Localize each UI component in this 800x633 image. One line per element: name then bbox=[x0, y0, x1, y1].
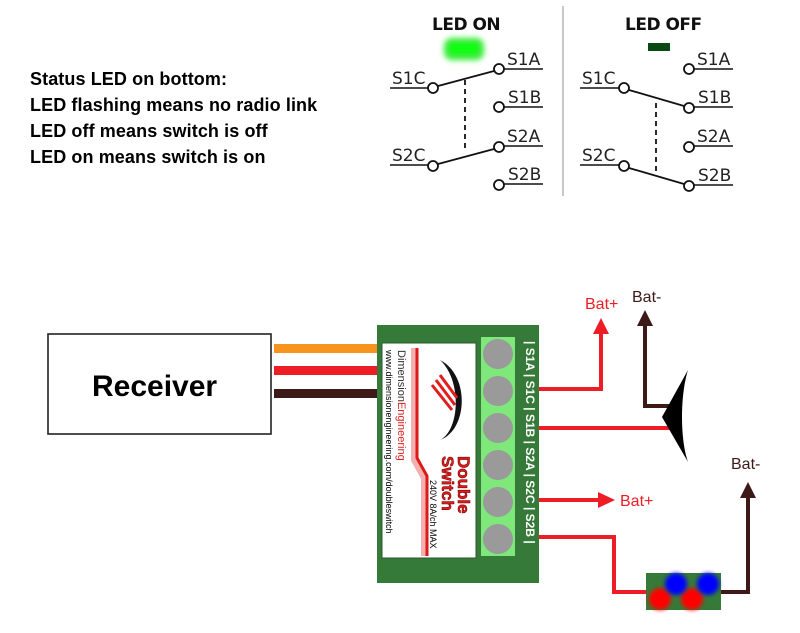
led-off-panel: LED OFF S1C S1A S1B S2C S2A S2B bbox=[580, 15, 733, 192]
bat-plus-mid-label: Bat+ bbox=[620, 493, 653, 510]
led-on-s2b-terminal bbox=[493, 179, 505, 191]
led-on-s1c-terminal bbox=[427, 82, 439, 94]
board-url: www.dimensionengineering.com/doubleswitc… bbox=[384, 349, 394, 534]
bat-plus-top-label: Bat+ bbox=[585, 296, 618, 313]
status-notes: Status LED on bottom: LED flashing means… bbox=[30, 66, 317, 170]
board-brand-engineering: Engineering bbox=[395, 402, 407, 461]
led-on-s1-blade bbox=[437, 70, 495, 87]
terminal-screw bbox=[483, 524, 513, 554]
red-led-2 bbox=[681, 588, 703, 610]
receiver-label: Receiver bbox=[92, 370, 217, 403]
led-on-s2a-terminal bbox=[493, 141, 505, 153]
s2c-wire bbox=[539, 332, 603, 391]
led-on-s1b-label: S1B bbox=[508, 88, 541, 108]
led-on-s2c-label: S2C bbox=[392, 146, 425, 166]
status-note-on: LED on means switch is on bbox=[30, 147, 266, 167]
load-device-icon bbox=[662, 370, 688, 462]
led-off-s2b-label: S2B bbox=[698, 166, 731, 186]
led-off-s2c-terminal bbox=[618, 160, 630, 172]
bat-minus-top-label: Bat- bbox=[632, 289, 661, 306]
dimension-engineering-logo bbox=[430, 360, 462, 440]
receiver-box bbox=[47, 333, 272, 435]
terminal-screw bbox=[483, 450, 513, 480]
led-on-s1a-label: S1A bbox=[507, 50, 541, 70]
led-off-s2c-label: S2C bbox=[582, 146, 615, 166]
terminal-screw bbox=[483, 487, 513, 517]
status-note-flashing: LED flashing means no radio link bbox=[30, 95, 318, 115]
led-on-s2-blade bbox=[437, 148, 495, 165]
bat-minus-right-label: Bat- bbox=[731, 456, 760, 473]
led-light-board bbox=[646, 573, 721, 610]
status-note-heading: Status LED on bottom: bbox=[30, 69, 228, 89]
led-off-s2a-label: S2A bbox=[697, 127, 731, 147]
power-wire-red bbox=[274, 366, 378, 375]
led-off-s1b-terminal bbox=[683, 102, 695, 114]
terminal-screw bbox=[483, 376, 513, 406]
terminal-screw bbox=[483, 413, 513, 443]
terminal-screws bbox=[483, 339, 513, 554]
bat-minus-right-arrow bbox=[740, 482, 756, 498]
double-switch-board: www.dimensionengineering.com/doubleswitc… bbox=[377, 325, 539, 583]
bat-plus-top-arrow bbox=[593, 318, 609, 334]
terminal-screw bbox=[483, 339, 513, 369]
led-off-s1-blade bbox=[628, 89, 685, 107]
led-off-s1c-label: S1C bbox=[582, 69, 615, 89]
led-off-title: LED OFF bbox=[625, 15, 702, 35]
red-led-1 bbox=[649, 588, 671, 610]
led-off-indicator bbox=[648, 43, 670, 51]
bat-minus-top-arrow bbox=[637, 310, 653, 326]
status-note-off: LED off means switch is off bbox=[30, 121, 268, 141]
blue-led-1 bbox=[665, 573, 687, 595]
led-off-s2b-terminal bbox=[683, 180, 695, 192]
led-on-s2c-terminal bbox=[427, 160, 439, 172]
led-on-s2b-label: S2B bbox=[508, 165, 541, 185]
led-on-s1c-label: S1C bbox=[392, 69, 425, 89]
led-off-s1b-label: S1B bbox=[698, 88, 731, 108]
bat-minus-right-wire bbox=[721, 496, 750, 594]
board-product-line1: Double bbox=[454, 456, 473, 514]
led-on-panel: LED ON S1C S1A S1B S2C S2A S2B bbox=[390, 15, 543, 191]
ground-wire-brown bbox=[274, 389, 378, 398]
led-on-indicator bbox=[451, 44, 477, 53]
led-off-s2-blade bbox=[628, 167, 685, 185]
led-off-s1c-terminal bbox=[618, 82, 630, 94]
blue-led-2 bbox=[697, 573, 719, 595]
signal-wire-orange bbox=[274, 344, 378, 353]
terminal-label-strip: | S1A | S1C | S1B | S2A | S2C | S2B | bbox=[523, 341, 537, 544]
led-off-s1a-terminal bbox=[683, 63, 695, 75]
led-on-s1a-terminal bbox=[493, 63, 505, 75]
bat-plus-mid-arrow bbox=[598, 492, 615, 508]
bat-minus-top-wire bbox=[643, 324, 669, 408]
led-off-s2a-terminal bbox=[683, 141, 695, 153]
led-off-s1a-label: S1A bbox=[697, 50, 731, 70]
board-label bbox=[381, 342, 477, 559]
terminal-block bbox=[481, 337, 515, 556]
led-on-title: LED ON bbox=[432, 15, 500, 35]
board-brand: DimensionEngineering bbox=[395, 350, 407, 461]
led-on-s2a-label: S2A bbox=[507, 127, 541, 147]
board-rating: 240V 8A/ch MAX bbox=[428, 480, 438, 549]
receiver: Receiver bbox=[47, 333, 272, 435]
s1a-wire bbox=[539, 535, 648, 594]
board-product-line2: Switch bbox=[438, 456, 457, 511]
led-on-s1b-terminal bbox=[493, 101, 505, 113]
board-brand-dimension: Dimension bbox=[395, 350, 407, 402]
